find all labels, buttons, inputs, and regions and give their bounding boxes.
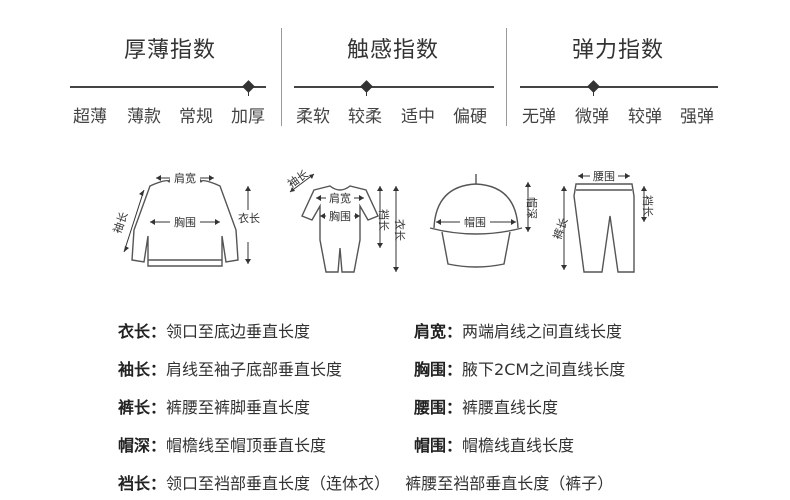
- elasticity-level-4: 强弹: [680, 107, 714, 127]
- touch-level-1: 柔软: [296, 107, 330, 127]
- definition-row: 帽深：帽檐线至帽顶垂直长度: [118, 436, 327, 455]
- romper-sleeve-label: 袖长: [285, 167, 311, 191]
- pants-diagram: 腰围 裤长 裆长: [550, 169, 654, 273]
- definition-row: 袖长：肩线至袖子底部垂直长度: [118, 360, 343, 379]
- thickness-scale-line: [70, 86, 266, 88]
- definition-desc: 肩线至袖子底部垂直长度: [166, 360, 343, 379]
- cap-diagram: 帽围 帽深: [429, 174, 538, 268]
- definition-desc: 领口至裆部垂直长度（连体衣） 裤腰至裆部垂直长度（裤子）: [166, 474, 614, 493]
- touch-marker-stem: [366, 88, 367, 96]
- thickness-level-2: 薄款: [127, 107, 161, 127]
- touch-index-title: 触感指数: [346, 38, 439, 63]
- elasticity-scale-line: [520, 86, 718, 88]
- definition-desc: 腋下2CM之间直线长度: [462, 360, 626, 379]
- definition-desc: 领口至底边垂直长度: [166, 322, 311, 341]
- romper-shoulder-label: 肩宽: [329, 191, 351, 205]
- elasticity-index-title: 弹力指数: [571, 38, 664, 63]
- romper-diagram: 袖长 肩宽 胸围 裆长 衣长: [285, 167, 407, 273]
- elasticity-level-2: 微弹: [575, 107, 609, 127]
- thickness-index-title: 厚薄指数: [123, 38, 216, 63]
- thickness-level-1: 超薄: [73, 107, 107, 127]
- pants-crotch-label: 裆长: [641, 195, 654, 217]
- thickness-marker-stem: [248, 88, 249, 96]
- touch-scale-line: [294, 86, 494, 88]
- definition-desc: 两端肩线之间直线长度: [462, 322, 623, 341]
- pants-length-label: 裤长: [550, 216, 571, 241]
- hoodie-diagram: 肩宽 胸围 袖长 衣长: [110, 170, 260, 267]
- hoodie-sleeve-label: 袖长: [110, 210, 131, 235]
- definition-term: 帽围: [414, 436, 447, 455]
- elasticity-level-1: 无弹: [522, 107, 556, 127]
- touch-level-3: 适中: [401, 107, 435, 127]
- definition-row: 腰围：裤腰直线长度: [414, 398, 559, 417]
- definition-term: 胸围: [414, 360, 447, 379]
- definition-row: 衣长：领口至底边垂直长度: [118, 322, 311, 341]
- touch-level-2: 较柔: [348, 107, 382, 127]
- definition-row: 裆长：领口至裆部垂直长度（连体衣） 裤腰至裆部垂直长度（裤子）: [118, 474, 614, 493]
- hoodie-shoulder-label: 肩宽: [174, 171, 196, 185]
- definition-term: 裤长: [118, 398, 151, 417]
- definition-term: 肩宽: [414, 322, 447, 341]
- thickness-level-3: 常规: [179, 107, 213, 127]
- romper-crotch-label: 裆长: [377, 209, 390, 231]
- divider-left: [281, 28, 282, 126]
- definition-term: 裆长: [118, 474, 151, 493]
- definition-desc: 帽檐线直线长度: [462, 436, 575, 455]
- hoodie-chest-label: 胸围: [174, 215, 196, 229]
- definition-row: 胸围：腋下2CM之间直线长度: [414, 360, 626, 379]
- pants-waist-label: 腰围: [593, 170, 615, 183]
- definition-term: 袖长: [118, 360, 151, 379]
- touch-level-4: 偏硬: [453, 107, 487, 127]
- thickness-level-4: 加厚: [231, 107, 265, 127]
- definition-term: 衣长: [118, 322, 151, 341]
- hoodie-length-label: 衣长: [238, 211, 260, 225]
- definition-row: 裤长：裤腰至裤脚垂直长度: [118, 398, 311, 417]
- elasticity-level-3: 较弹: [628, 107, 662, 127]
- cap-depth-label: 帽深: [525, 197, 538, 219]
- definition-term: 腰围: [414, 398, 447, 417]
- definition-desc: 帽檐线至帽顶垂直长度: [166, 436, 327, 455]
- definition-row: 帽围：帽檐线直线长度: [414, 436, 575, 455]
- elasticity-marker-stem: [593, 88, 594, 96]
- divider-right: [506, 28, 507, 126]
- definition-row: 肩宽：两端肩线之间直线长度: [414, 322, 623, 341]
- definition-desc: 裤腰至裤脚垂直长度: [166, 398, 311, 417]
- romper-chest-label: 胸围: [329, 209, 351, 223]
- cap-circumference-label: 帽围: [464, 216, 486, 229]
- definition-desc: 裤腰直线长度: [462, 398, 559, 417]
- definition-term: 帽深: [118, 436, 151, 455]
- romper-length-label: 衣长: [393, 219, 407, 241]
